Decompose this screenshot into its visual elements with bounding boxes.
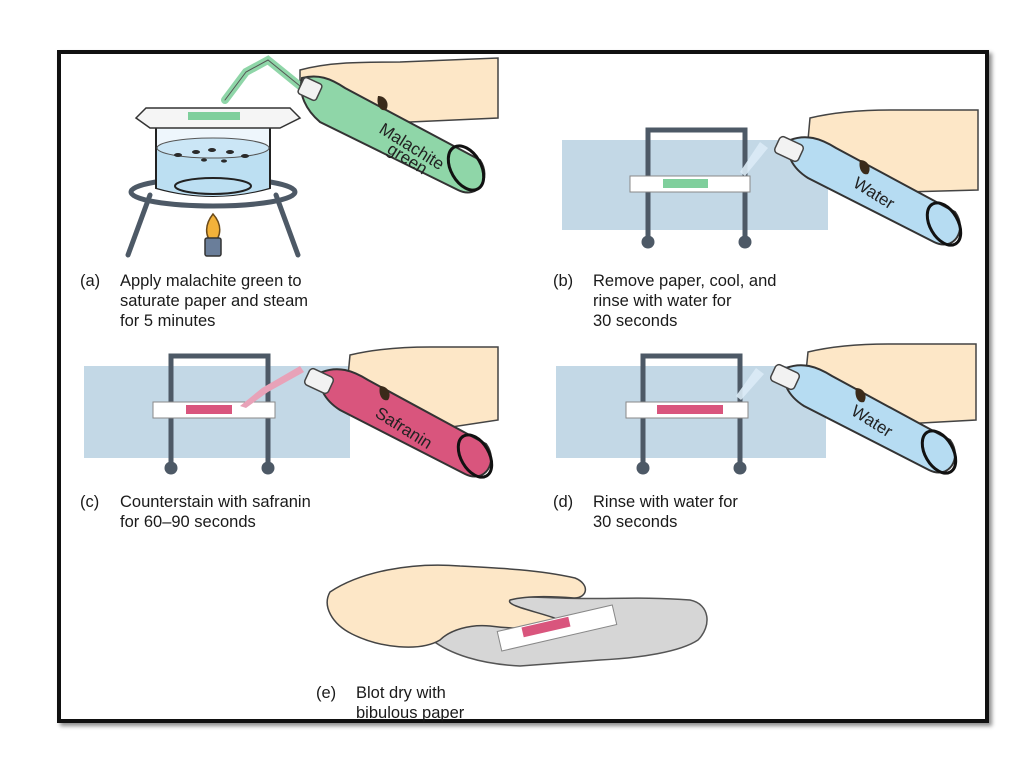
water-stream — [736, 368, 764, 400]
panel-d-illustration: Water — [556, 343, 977, 475]
caption-c-line2: for 60–90 seconds — [120, 513, 256, 531]
caption-step-d: (d) Rinse with water for 30 seconds — [553, 492, 738, 532]
slide-smear — [663, 179, 708, 188]
caption-a-line1: Apply malachite green to — [120, 272, 302, 290]
squeeze-bottle-icon: Malachite green — [221, 55, 486, 194]
caption-b-line1: Remove paper, cool, and — [593, 272, 777, 290]
step-label-c: (c) — [80, 493, 100, 511]
caption-b-line3: 30 seconds — [593, 312, 678, 330]
caption-step-b: (b) Remove paper, cool, and rinse with wa… — [553, 271, 776, 331]
water-stream — [740, 142, 768, 176]
caption-b-line2: rinse with water for — [593, 292, 732, 310]
panel-b-illustration: Water — [562, 109, 979, 249]
burner-flame-icon — [204, 212, 222, 257]
safranin-stream — [240, 366, 304, 408]
panel-a-illustration: Malachite green — [125, 55, 499, 258]
step-label-d: (d) — [553, 493, 574, 511]
beaker-icon — [134, 107, 302, 197]
slide-smear — [186, 405, 232, 414]
caption-e-line1: Blot dry with — [356, 684, 446, 702]
step-label-b: (b) — [553, 272, 574, 290]
caption-a-line2: saturate paper and steam — [120, 292, 309, 310]
caption-step-c: (c) Counterstain with safranin for 60–90 … — [80, 492, 311, 532]
slide-smear — [657, 405, 723, 414]
step-label-a: (a) — [80, 272, 101, 290]
caption-d-line2: 30 seconds — [593, 513, 678, 531]
caption-e-line2: bibulous paper — [356, 704, 465, 722]
caption-step-a: (a) Apply malachite green to saturate pap… — [80, 271, 308, 331]
slide-smear — [521, 616, 571, 638]
panel-e-illustration — [326, 564, 708, 667]
caption-a-line3: for 5 minutes — [120, 312, 216, 330]
caption-step-e: (e) Blot dry with bibulous paper — [316, 683, 464, 723]
step-label-e: (e) — [316, 684, 337, 702]
caption-d-line1: Rinse with water for — [593, 493, 738, 511]
caption-c-line1: Counterstain with safranin — [120, 493, 311, 511]
panel-c-illustration: Safranin — [84, 346, 499, 479]
